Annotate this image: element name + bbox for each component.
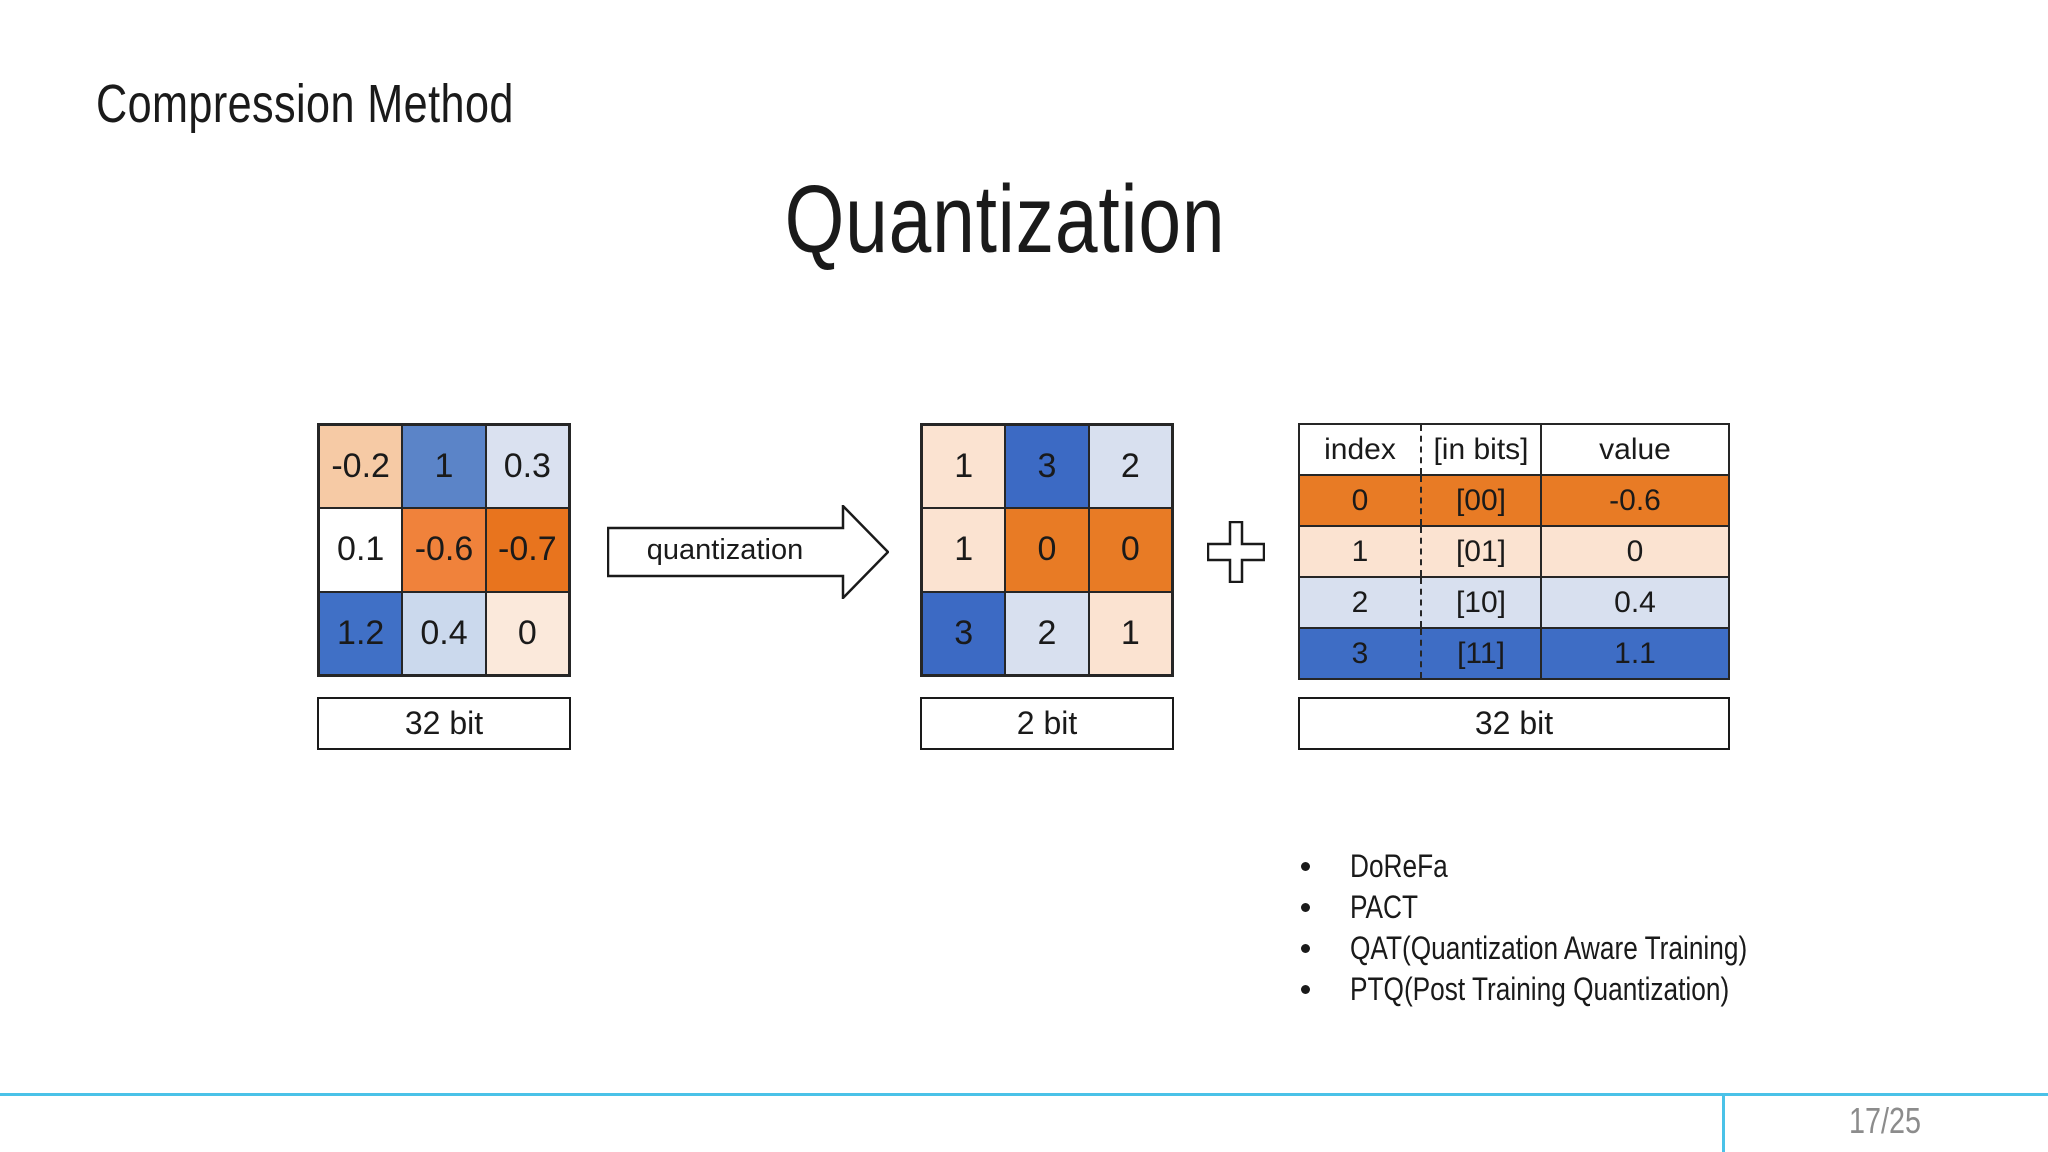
arrow-label: quantization [646, 534, 804, 566]
matrix-cell: 1 [922, 508, 1006, 592]
fp-weight-matrix: -0.2 1 0.3 0.1 -0.6 -0.7 1.2 0.4 0 [317, 423, 571, 677]
list-item: PTQ(Post Training Quantization) [1301, 969, 1834, 1010]
table-cell: [11] [1422, 629, 1542, 678]
matrix-cell: 0.4 [402, 591, 486, 675]
matrix-cell: 0 [1088, 508, 1172, 592]
column-header-value: value [1542, 425, 1728, 474]
codebook-table: index [in bits] value 0 [00] -0.6 1 [01]… [1298, 423, 1730, 680]
bullet-icon [1301, 862, 1310, 871]
matrix-cell: 1.2 [319, 591, 403, 675]
table-row: 2 [10] 0.4 [1300, 576, 1728, 627]
matrix-cell: 0 [1005, 508, 1089, 592]
table-cell: 1 [1300, 527, 1422, 576]
footer-vertical-rule [1722, 1093, 1725, 1152]
matrix-cell: 2 [1088, 425, 1172, 509]
method-name: PACT [1350, 889, 1419, 925]
table-row: 1 [01] 0 [1300, 525, 1728, 576]
fp-bitwidth-label: 32 bit [317, 697, 571, 750]
method-name: QAT(Quantization Aware Training) [1350, 930, 1748, 966]
matrix-cell: 0.3 [485, 425, 569, 509]
table-cell: [00] [1422, 476, 1542, 525]
list-item: QAT(Quantization Aware Training) [1301, 928, 1834, 969]
table-row: 0 [00] -0.6 [1300, 474, 1728, 525]
method-list: DoReFa PACT QAT(Quantization Aware Train… [1301, 846, 1834, 1010]
page-number: 17/25 [1848, 1100, 1922, 1141]
matrix-cell: 1 [922, 425, 1006, 509]
right-arrow-icon [606, 502, 890, 602]
footer-horizontal-rule [0, 1093, 2048, 1096]
matrix-cell: -0.2 [319, 425, 403, 509]
bullet-icon [1301, 985, 1310, 994]
table-cell: -0.6 [1609, 484, 1661, 517]
matrix-cell: 3 [922, 591, 1006, 675]
matrix-cell: 1 [1088, 591, 1172, 675]
table-cell: 0 [1626, 535, 1644, 568]
matrix-cell: 2 [1005, 591, 1089, 675]
method-name: PTQ(Post Training Quantization) [1350, 971, 1730, 1007]
matrix-cell: 3 [1005, 425, 1089, 509]
bullet-icon [1301, 944, 1310, 953]
bullet-icon [1301, 903, 1310, 912]
table-header-row: index [in bits] value [1300, 425, 1728, 474]
quantized-index-matrix: 1 3 2 1 0 0 3 2 1 [920, 423, 1174, 677]
table-cell: 1.1 [1614, 637, 1656, 670]
plus-icon [1206, 520, 1266, 584]
quantization-arrow [606, 502, 890, 602]
table-row: 3 [11] 1.1 [1300, 627, 1728, 678]
slide-header: Compression Method [96, 74, 514, 134]
column-header-index: index [1300, 425, 1422, 474]
list-item: PACT [1301, 887, 1834, 928]
list-item: DoReFa [1301, 846, 1834, 887]
matrix-cell: -0.7 [485, 508, 569, 592]
matrix-cell: 1 [402, 425, 486, 509]
table-cell: 0 [1300, 476, 1422, 525]
codebook-bitwidth-label: 32 bit [1298, 697, 1730, 750]
method-name: DoReFa [1350, 848, 1448, 884]
matrix-cell: 0.1 [319, 508, 403, 592]
quantized-bitwidth-label: 2 bit [920, 697, 1174, 750]
matrix-cell: -0.6 [402, 508, 486, 592]
table-cell: [10] [1422, 578, 1542, 627]
table-cell: [01] [1422, 527, 1542, 576]
table-cell: 2 [1300, 578, 1422, 627]
page-title: Quantization [784, 166, 1226, 273]
column-header-bits: [in bits] [1422, 425, 1542, 474]
matrix-cell: 0 [485, 591, 569, 675]
table-cell: 3 [1300, 629, 1422, 678]
table-cell: 0.4 [1614, 586, 1656, 619]
